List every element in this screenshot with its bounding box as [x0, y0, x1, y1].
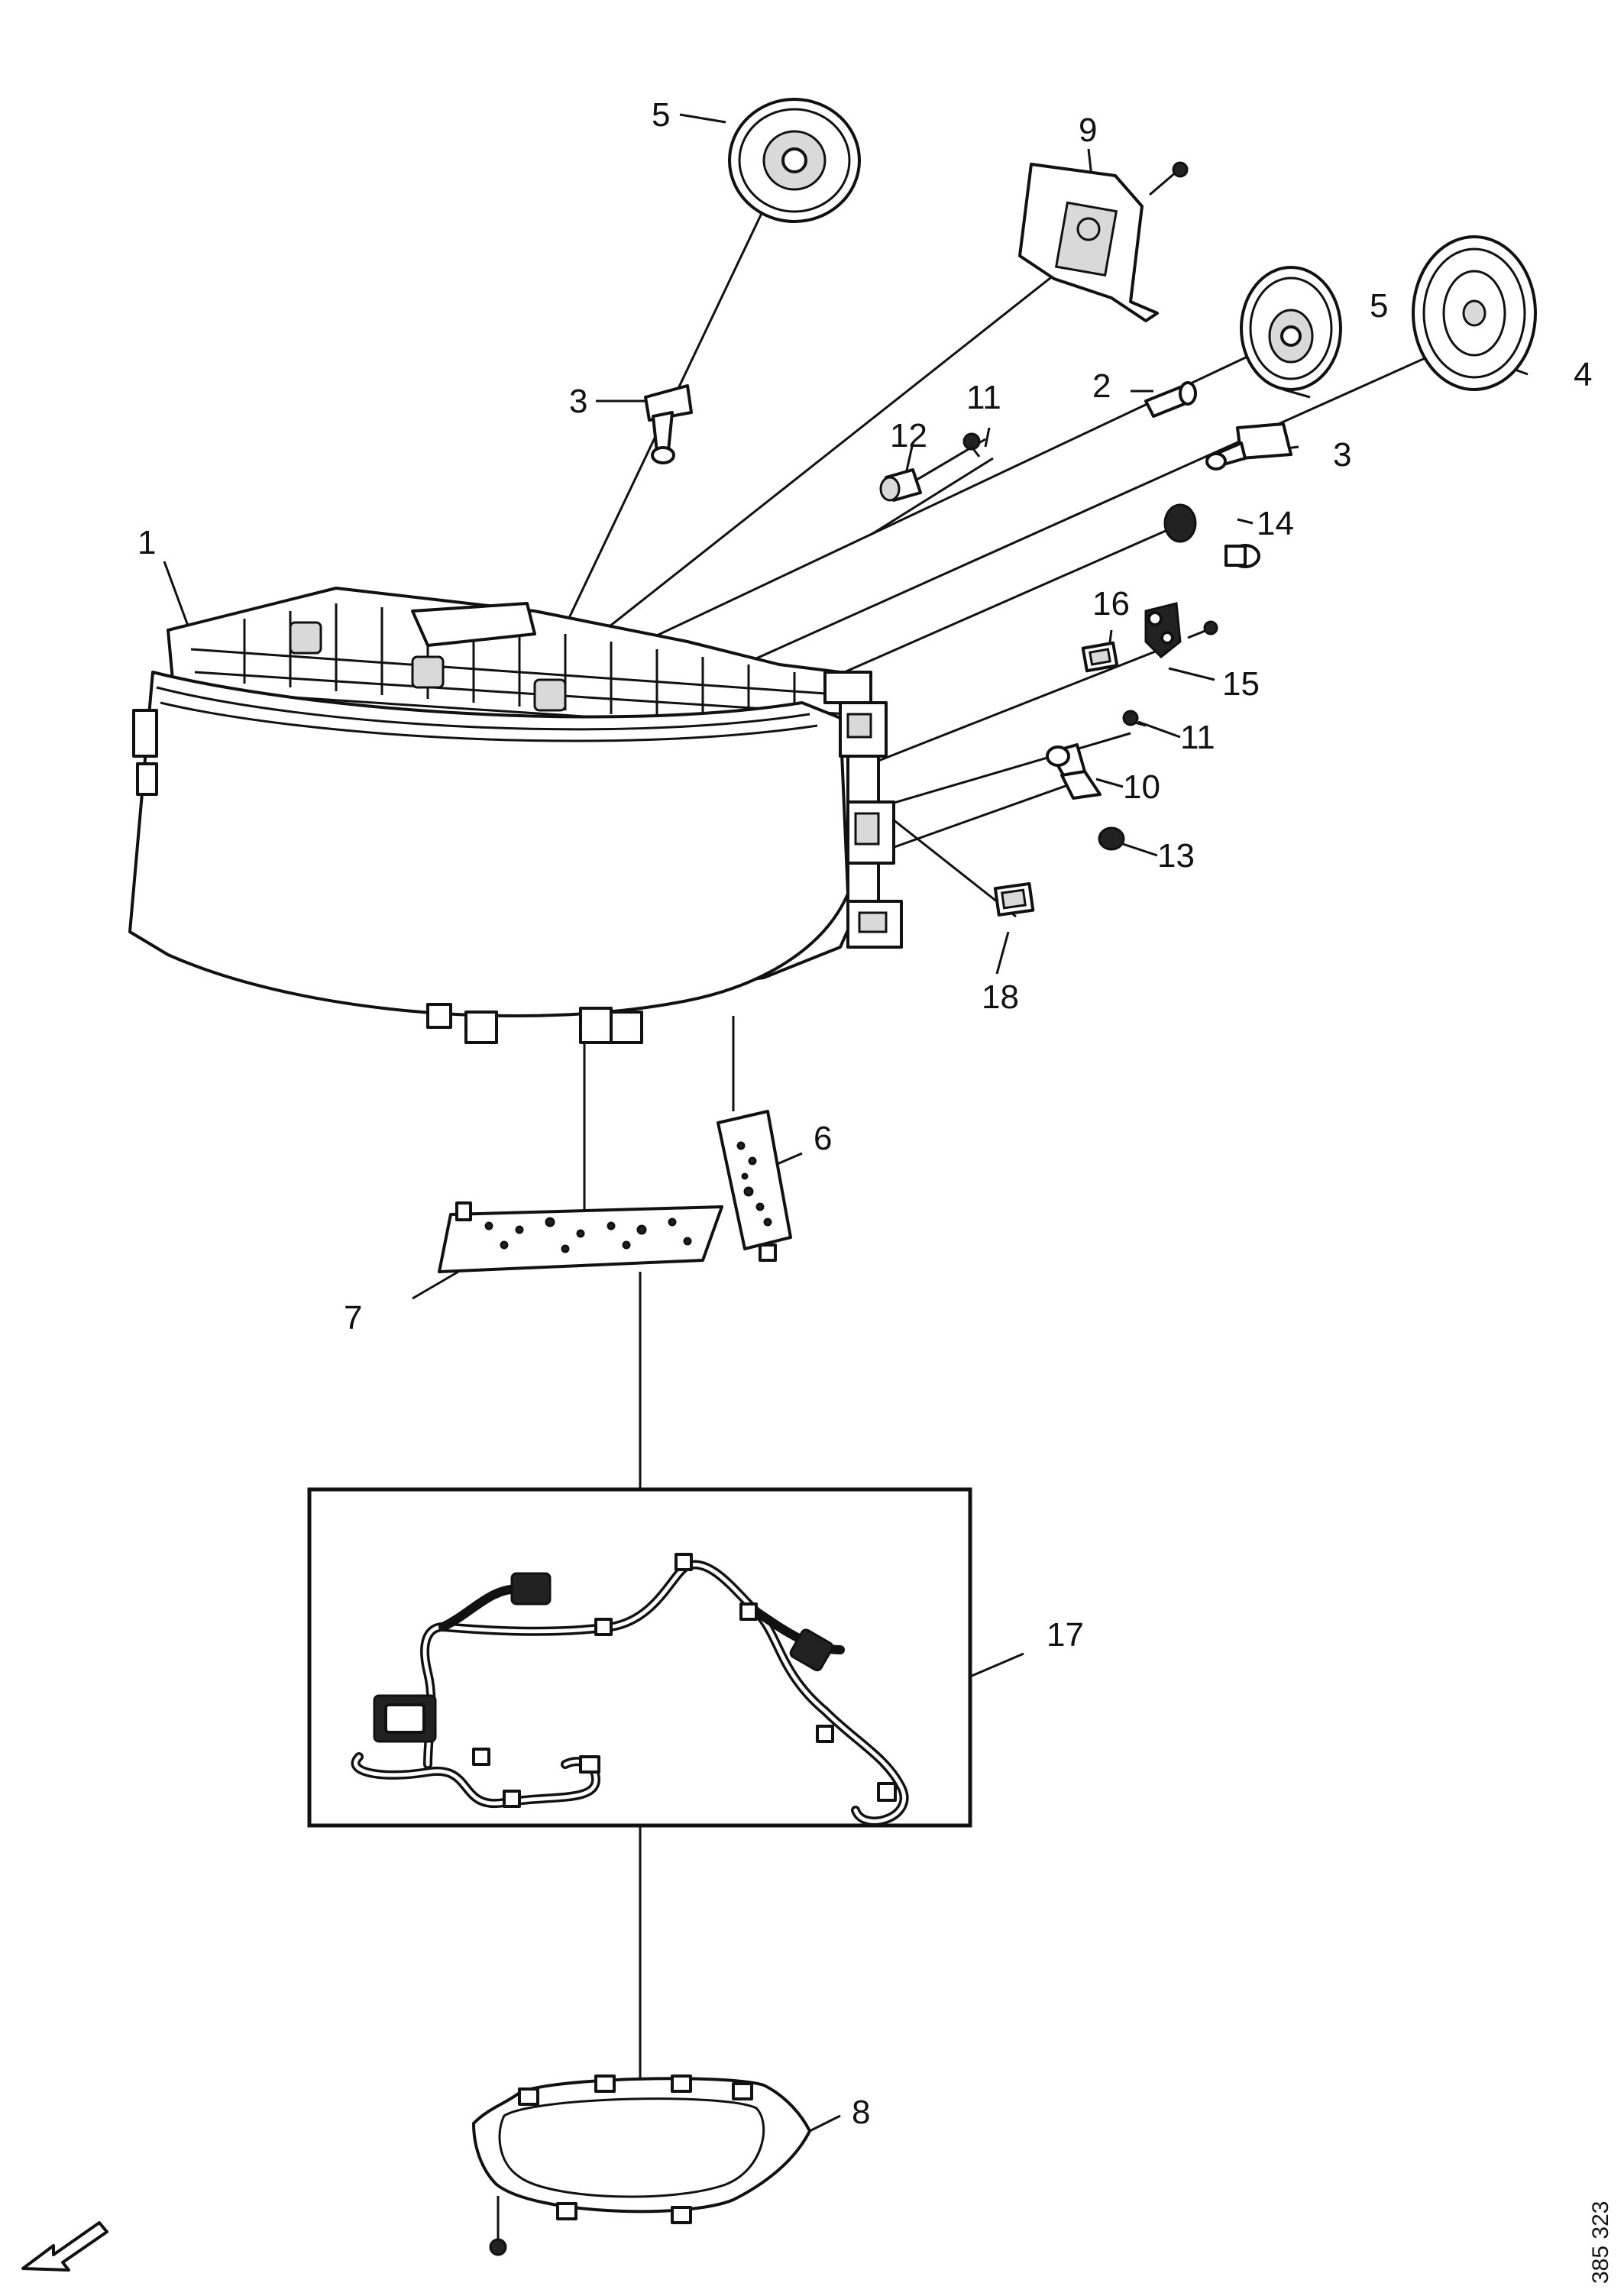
callout-7: 7 — [344, 1299, 362, 1337]
callout-16: 16 — [1092, 585, 1130, 623]
callout-15: 15 — [1222, 665, 1260, 703]
callout-5-top: 5 — [652, 96, 670, 134]
callout-labels: 1 2 3 3 4 5 5 6 7 8 9 10 11 11 12 13 14 … — [137, 96, 1613, 2284]
callout-14: 14 — [1257, 505, 1294, 542]
callout-8: 8 — [852, 2094, 870, 2131]
screw-11-lower — [1122, 710, 1147, 727]
clip-16 — [1081, 641, 1119, 673]
bulb-3-right — [1205, 422, 1292, 471]
callout-10: 10 — [1123, 768, 1160, 806]
callout-6: 6 — [814, 1120, 832, 1157]
assembly-lines — [163, 113, 1529, 2133]
callout-11-top: 11 — [966, 379, 1001, 416]
bulb-3-top — [644, 384, 693, 464]
bottom-cover-8 — [472, 2074, 811, 2256]
socket-14 — [1163, 503, 1260, 568]
callout-13: 13 — [1157, 837, 1195, 875]
screw-11-top — [962, 432, 981, 458]
rear-cap-5-right — [1240, 266, 1342, 391]
grommet-12 — [879, 468, 922, 502]
callout-17: 17 — [1047, 1616, 1084, 1654]
clip-18 — [993, 881, 1035, 917]
callout-2: 2 — [1092, 367, 1111, 405]
callout-3-top: 3 — [569, 383, 587, 420]
callout-1: 1 — [137, 524, 156, 561]
document-number: 385 323 — [1588, 2201, 1613, 2284]
headlamp-housing — [128, 587, 903, 1044]
bracket-9 — [1018, 161, 1189, 322]
callout-11-lower: 11 — [1180, 719, 1215, 756]
wiring-harness-17 — [307, 1487, 972, 1828]
rear-cap-5-top — [728, 98, 861, 223]
rear-cap-4 — [1412, 235, 1537, 391]
housing-side-brackets — [823, 671, 903, 949]
circuit-board-6 — [717, 1110, 792, 1262]
callout-9: 9 — [1079, 112, 1097, 149]
bulb-2 — [1144, 381, 1197, 418]
callout-18: 18 — [982, 978, 1019, 1016]
nut-13 — [1098, 826, 1125, 851]
callout-4: 4 — [1574, 356, 1592, 393]
callout-3-right: 3 — [1333, 436, 1351, 474]
elbow-connector-10 — [1046, 743, 1102, 800]
callout-5-right: 5 — [1370, 287, 1388, 325]
callout-12: 12 — [890, 417, 927, 454]
circuit-board-7 — [438, 1201, 723, 1273]
direction-arrow-icon — [21, 2221, 108, 2272]
adjuster-15 — [1144, 602, 1218, 659]
